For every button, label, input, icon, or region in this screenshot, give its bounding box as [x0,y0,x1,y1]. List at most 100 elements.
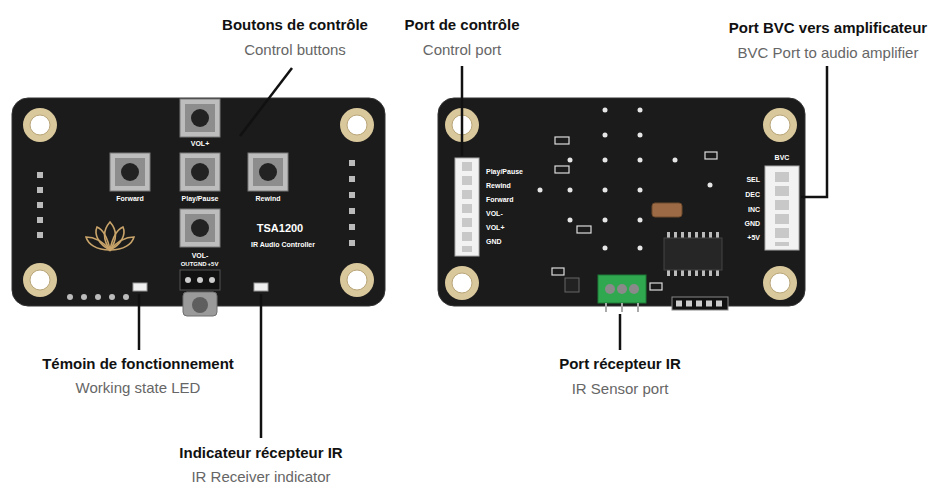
pin-name: GND [744,220,760,228]
ir-receiver [180,270,220,316]
push-button [259,163,277,181]
silkscreen-label: VOL- [192,252,209,260]
pin-name: +5V [747,234,760,242]
push-button [110,153,150,191]
mounting-hole [340,108,374,142]
mounting-hole [347,270,367,290]
resistor [652,203,682,217]
ir-terminal-block [605,303,607,312]
pin-name: INC [748,206,760,214]
header-pins [37,232,43,238]
pcb [12,98,385,306]
via [603,133,608,138]
leader-line [619,314,622,350]
push-button [180,99,220,137]
callout-title: Port BVC vers amplificateur [729,19,927,36]
push-button [180,209,220,247]
mounting-hole [770,273,790,293]
smd-pad [577,226,591,233]
via [538,188,543,193]
mounting-hole [30,270,50,290]
pin-name: Play/Pause [486,168,523,176]
mounting-hole [452,273,472,293]
ir-receiver [183,292,217,316]
callout-title: Indicateur récepteur IR [179,444,342,461]
header-pins [349,192,355,198]
leader-line [240,68,292,136]
push-button [180,153,220,191]
mounting-hole [340,263,374,297]
header-pins [37,217,43,223]
via [568,188,573,193]
pin-name: DEC [745,191,760,199]
bvc-connector [775,172,789,246]
push-button [115,158,145,186]
push-button [191,219,209,237]
callout-title: Port de contrôle [404,16,519,33]
push-button [185,158,215,186]
smd-pad [555,166,569,173]
callout-title: Port récepteur IR [559,355,681,372]
pin-name: SEL [746,176,760,184]
push-button [248,153,288,191]
push-button [121,163,139,181]
leader-line [139,66,827,438]
ir-terminal-block [629,284,639,294]
mounting-hole [23,263,57,297]
ir-terminal-block [605,284,615,294]
callout-subtitle: IR Sensor port [572,380,669,397]
ic-chip [664,238,722,270]
control-connector [455,158,479,256]
working-led [133,283,147,291]
lotus-logo [86,237,110,250]
ir-terminal-block [621,303,623,312]
header-pins [37,202,43,208]
transistor [565,278,579,292]
ir-receiver [185,277,191,283]
pin-name: GND [486,238,502,246]
via [638,218,643,223]
silkscreen-label: VOL+ [191,140,209,148]
smd-pad [705,152,717,159]
via [603,108,608,113]
via [638,158,643,163]
pin-name: Rewind [486,182,511,190]
mounting-hole [445,266,479,300]
pin-name: OUT [181,261,194,268]
via [673,158,678,163]
push-button [191,109,209,127]
leader-line [461,66,464,156]
pin-name: VOL+ [486,224,504,232]
smd-pad [555,137,569,144]
push-button [180,99,220,137]
ir-terminal-block [637,303,639,312]
lotus-logo [110,237,134,250]
callout-title: Témoin de fonctionnement [42,355,234,372]
push-button [253,158,283,186]
bottom-header [672,297,728,310]
silkscreen-label: Forward [116,195,144,203]
via [603,246,608,251]
pin-name: VOL- [486,210,503,218]
bottom-header [676,301,726,307]
header-pins [349,240,355,246]
via [638,133,643,138]
push-button [191,163,209,181]
mounting-hole [763,266,797,300]
ir-receiver [192,297,208,313]
push-button [110,153,150,191]
mounting-hole [23,108,57,142]
ir-terminal-block [598,275,646,312]
ir-receiver [209,277,215,283]
header-pins [123,294,129,300]
via [603,218,608,223]
ic-chip [667,232,721,238]
via [603,158,608,163]
pin-name: GND [193,261,206,268]
control-connector [455,158,479,256]
callout-subtitle: BVC Port to audio amplifier [738,44,919,61]
header-pins [349,224,355,230]
mounting-hole [763,108,797,142]
